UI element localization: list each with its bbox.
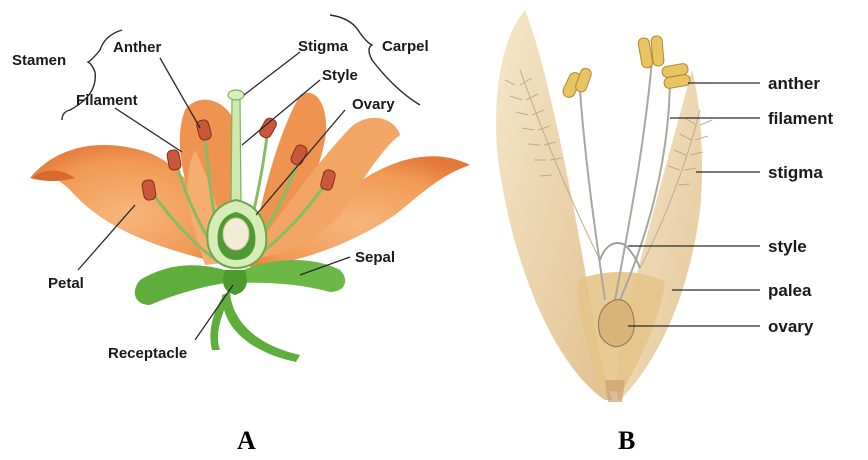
- stigma-a: [228, 90, 244, 100]
- label-anther-a: Anther: [113, 39, 161, 56]
- flower-a-illustration: [30, 90, 470, 362]
- label-ovary-a: Ovary: [352, 96, 395, 113]
- label-sepal: Sepal: [355, 249, 395, 266]
- label-ovary-b: ovary: [768, 317, 814, 336]
- caption-a: A: [237, 426, 256, 455]
- sepal-left: [135, 265, 232, 305]
- flower-stalk: [222, 292, 300, 362]
- label-stigma-a: Stigma: [298, 38, 349, 55]
- label-carpel: Carpel: [382, 38, 429, 55]
- ovule-a: [223, 218, 249, 250]
- label-filament-a: Filament: [76, 92, 138, 109]
- label-filament-b: filament: [768, 109, 834, 128]
- grass-floret-b-illustration: [496, 10, 712, 402]
- ovary-b: [599, 300, 635, 347]
- label-stamen: Stamen: [12, 52, 66, 69]
- carpel-brace: [330, 15, 420, 105]
- receptacle-shape: [223, 270, 247, 295]
- label-receptacle: Receptacle: [108, 345, 187, 362]
- caption-b: B: [618, 426, 635, 455]
- label-palea-b: palea: [768, 281, 812, 300]
- label-petal: Petal: [48, 275, 84, 292]
- label-style-b: style: [768, 237, 807, 256]
- label-anther-b: anther: [768, 74, 820, 93]
- floret-base: [605, 380, 625, 402]
- anthers-b: [561, 36, 691, 100]
- label-stigma-b: stigma: [768, 163, 823, 182]
- label-style-a: Style: [322, 67, 358, 84]
- style-a: [231, 98, 241, 205]
